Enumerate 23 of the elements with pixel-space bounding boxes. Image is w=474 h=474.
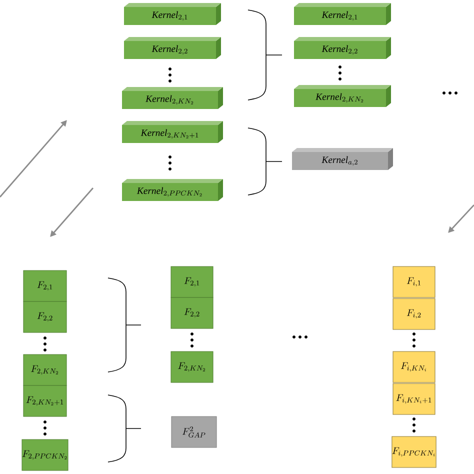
kernel-block: $\mathit{Kernel}_{2,KN_{2}+1}$: [122, 121, 223, 143]
feature-cell: $F_{2,KN_{2}}$: [23, 354, 67, 386]
feature-cell: $F_{i,1}$: [392, 266, 436, 298]
feature-cell: $F^{2}_{GAP}$: [171, 416, 217, 448]
kernel-block: $\mathit{Kernel}_{2,2}$: [124, 37, 221, 59]
feature-cell: $F_{2,2}$: [170, 297, 214, 329]
feature-cell: $F_{2,KN_{2}}$: [170, 351, 214, 383]
feature-cell: $F_{i,2}$: [392, 298, 436, 330]
kernel-block: $\mathit{Kernel}_{2,KN_{2}}$: [294, 85, 391, 107]
feature-cell: $F_{2,KN_{2}+1}$: [23, 385, 67, 417]
feature-cell: $F_{2,1}$: [170, 266, 214, 298]
kernel-block: $\mathit{Kernel}_{2,1}$: [124, 3, 221, 25]
kernel-block: $\mathit{Kernel}_{2,1}$: [294, 3, 391, 25]
kernel-block: $\mathit{Kernel}_{2,2}$: [294, 37, 391, 59]
kernel-block: $\mathit{Kernel}_{a,2}$: [292, 148, 393, 170]
feature-cell: $F_{i,KN_{i}+1}$: [392, 383, 436, 415]
feature-cell: $F_{i,PPCKN_{i}}$: [392, 436, 436, 468]
kernel-block: $\mathit{Kernel}_{2,PPCKN_{2}}$: [122, 179, 223, 201]
feature-cell: $F_{2,PPCKN_{2}}$: [22, 439, 68, 471]
feature-cell: $F_{i,KN_{i}}$: [392, 351, 436, 383]
feature-cell: $F_{2,2}$: [23, 301, 67, 333]
feature-cell: $F_{2,1}$: [23, 270, 67, 302]
kernel-block: $\mathit{Kernel}_{2,KN_{2}}$: [122, 87, 223, 109]
